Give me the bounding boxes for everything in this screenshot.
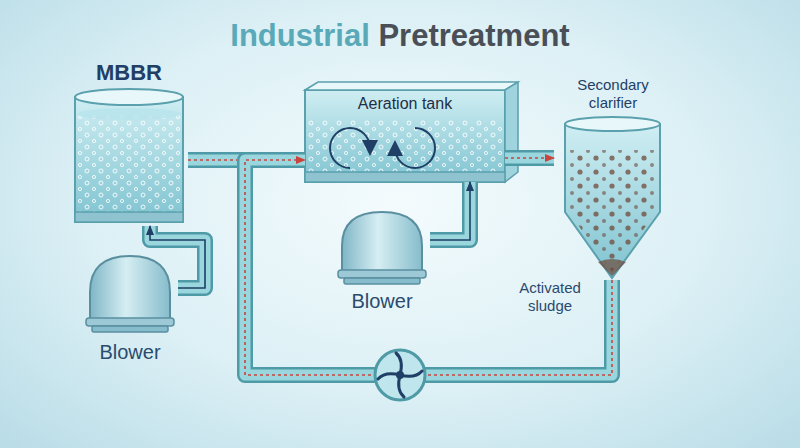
node-label: Secondary clarifier: [554, 76, 672, 112]
flow-line: [430, 182, 470, 240]
pipe-connector: [245, 160, 612, 375]
pipe-connector: [430, 182, 470, 240]
node-label: Aeration tank: [358, 94, 452, 113]
blower-node: Blower: [334, 205, 430, 313]
title-part: Pretreatment: [378, 18, 569, 53]
pipe-fill: [150, 226, 205, 288]
flow-line: [505, 157, 554, 159]
flow-line: [150, 226, 205, 288]
node-label: Blower: [351, 289, 412, 313]
pipe-connector: [150, 226, 205, 288]
node-label: MBBR: [96, 60, 162, 86]
aeration-tank: [305, 82, 518, 182]
pipe-outline: [245, 160, 612, 375]
pipe-connector: [505, 158, 554, 159]
pipe-fill: [430, 182, 470, 240]
blower-node: Blower: [82, 250, 178, 364]
mbbr-tank: [75, 89, 183, 222]
pipe-fill: [505, 153, 554, 164]
blower-symbol: [338, 212, 426, 284]
blower-symbol: [86, 256, 174, 332]
clarifier-node: Secondary clarifier: [554, 76, 672, 280]
tank-node: Aeration tank: [305, 88, 505, 182]
flow-label: Activated sludge: [500, 279, 600, 315]
pipe-fill: [245, 160, 612, 375]
node-label: Blower: [99, 340, 160, 364]
pipe-outline: [505, 150, 554, 166]
title-part: Industrial: [230, 18, 378, 53]
tank-node: MBBR: [70, 60, 188, 226]
flow-line: [245, 160, 612, 375]
pipe-outline: [150, 226, 205, 288]
clarifier: [565, 117, 660, 278]
pipe-outline: [430, 182, 470, 240]
title: Industrial Pretreatment: [0, 18, 800, 54]
pump-symbol: [375, 350, 425, 400]
